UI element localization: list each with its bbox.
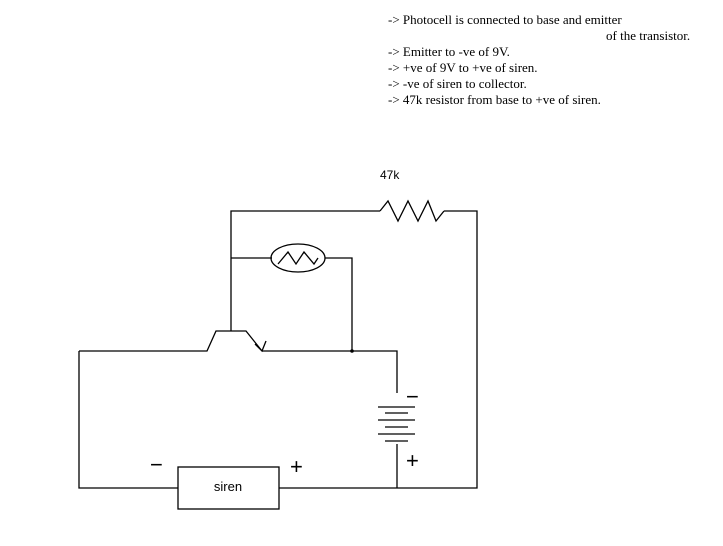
note-line-5: -> -ve of siren to collector. (388, 76, 527, 91)
transistor (79, 330, 398, 393)
resistor-wire (230, 199, 478, 489)
resistor-label: 47k (380, 168, 400, 182)
note-line-4: -> +ve of 9V to +ve of siren. (388, 60, 538, 75)
note-line-2: of the transistor. (606, 28, 691, 43)
battery (378, 406, 415, 488)
siren-wire (78, 351, 397, 489)
siren-label: siren (214, 479, 242, 494)
siren-minus-label: − (150, 452, 163, 477)
note-line-1: -> Photocell is connected to base and em… (388, 12, 622, 27)
siren-plus-label: + (290, 454, 303, 479)
instructions-text: -> Photocell is connected to base and em… (388, 12, 718, 108)
battery-plus-label: + (406, 448, 419, 473)
battery-minus-label: − (406, 384, 419, 409)
photocell (231, 243, 353, 351)
note-line-6: -> 47k resistor from base to +ve of sire… (388, 92, 601, 107)
siren-box (177, 466, 280, 510)
note-line-3: -> Emitter to -ve of 9V. (388, 44, 510, 59)
